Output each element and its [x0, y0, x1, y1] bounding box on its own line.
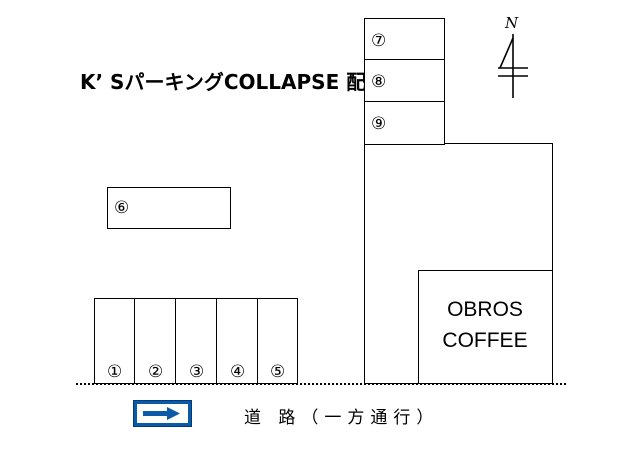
spot-label-5: ⑤ — [270, 362, 286, 382]
compass-icon — [498, 34, 528, 98]
arrow-right-icon — [137, 404, 188, 423]
parking-spot-9 — [364, 101, 445, 145]
spot-label-4: ④ — [230, 362, 246, 382]
parking-spot-6 — [107, 187, 231, 229]
spot-label-8: ⑧ — [371, 72, 387, 92]
spot-label-7: ⑦ — [371, 31, 387, 51]
parking-spot-4 — [216, 298, 259, 384]
parking-spot-2 — [134, 298, 177, 384]
spot-label-2: ② — [148, 362, 164, 382]
cafe-name-line1: OBROS — [447, 298, 523, 321]
cafe-name-line2: COFFEE — [442, 329, 528, 352]
cafe-name: OBROS COFFEE — [418, 294, 552, 356]
road-edge-line — [76, 383, 566, 385]
map-title: K’ SパーキングCOLLAPSE 配置図 — [80, 70, 407, 94]
north-label: N — [505, 14, 519, 32]
cafe-box — [418, 270, 553, 384]
spot-label-6: ⑥ — [114, 198, 130, 218]
spot-label-9: ⑨ — [371, 114, 387, 134]
road-label: 道 路（一方通行） — [244, 408, 440, 428]
spot-label-1: ① — [107, 362, 123, 382]
one-way-sign — [133, 400, 192, 427]
spot-label-3: ③ — [189, 362, 205, 382]
